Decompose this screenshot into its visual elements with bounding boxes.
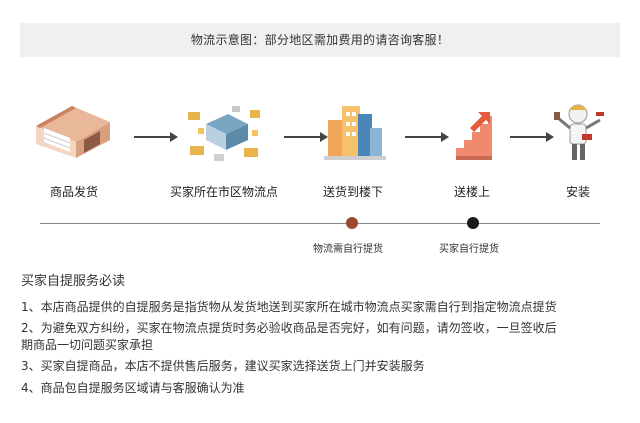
notice-text: 物流示意图：部分地区需加费用的请咨询客服！ — [190, 33, 450, 47]
arrow-icon — [405, 127, 449, 146]
timeline-marker-logistics — [346, 217, 358, 229]
timeline-marker-self-pickup — [467, 217, 479, 229]
arrow-icon — [284, 127, 328, 146]
logistics-hub-icon — [188, 106, 260, 161]
note-line: 2、为避免双方纠纷，买家在物流点提货时务必验收商品是否完好，如有问题，请勿签收，… — [21, 321, 557, 335]
installer-icon — [554, 104, 604, 160]
step-label: 买家所在市区物流点 — [170, 185, 279, 199]
step-label: 送楼上 — [454, 185, 491, 199]
note-line: 期商品一切问题买家承担 — [21, 338, 154, 352]
timeline-marker-label: 买家自行提货 — [439, 244, 499, 255]
step-label: 商品发货 — [50, 185, 99, 199]
step-label: 安装 — [566, 185, 591, 199]
notice-banner: 物流示意图：部分地区需加费用的请咨询客服！ — [20, 23, 620, 57]
notes-title: 买家自提服务必读 — [21, 274, 126, 289]
warehouse-icon — [36, 106, 110, 158]
stairs-icon — [456, 112, 492, 160]
note-line: 4、商品包自提服务区域请与客服确认为准 — [21, 381, 245, 395]
arrow-icon — [510, 127, 554, 146]
note-line: 3、买家自提商品，本店不提供售后服务，建议买家选择送货上门并安装服务 — [21, 359, 425, 373]
arrow-icon — [134, 127, 178, 146]
step-label: 送货到楼下 — [323, 185, 384, 199]
note-line: 1、本店商品提供的自提服务是指货物从发货地送到买家所在城市物流点买家需自行到指定… — [21, 300, 557, 314]
buildings-icon — [324, 106, 386, 160]
timeline-line — [40, 223, 600, 224]
timeline-marker-label: 物流需自行提货 — [313, 244, 383, 255]
